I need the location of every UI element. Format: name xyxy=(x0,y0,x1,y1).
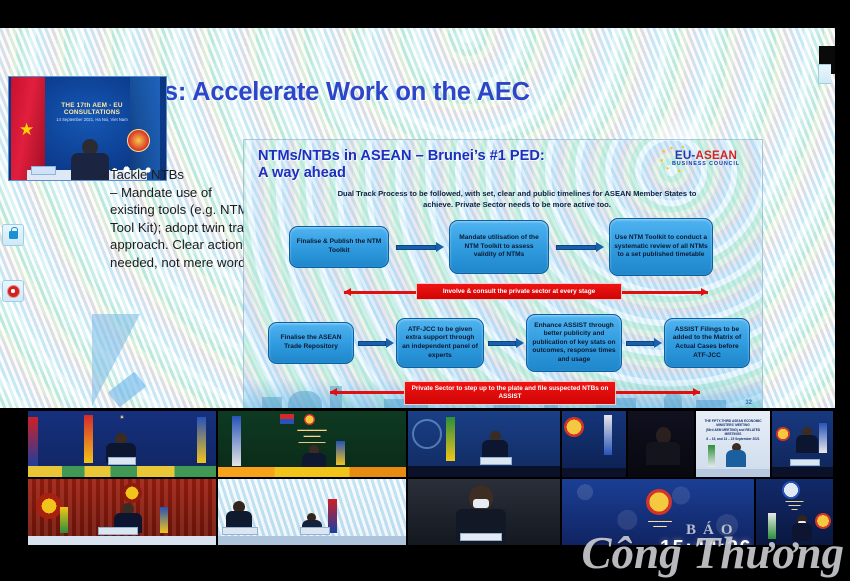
flower-arrangement xyxy=(105,164,153,176)
nested-slide-subtitle: Dual Track Process to be followed, with … xyxy=(337,189,697,209)
presentation-slide: tions: Accelerate Work on the AEC ★ THE … xyxy=(0,28,835,408)
bullet-item-0: Tackle NTBs xyxy=(110,167,185,182)
video-tile-8[interactable] xyxy=(28,479,216,545)
banner-private-sector-assist: Private Sector to step up to the plate a… xyxy=(404,381,616,405)
video-tile-10[interactable] xyxy=(408,479,560,545)
banner2-arrow-right xyxy=(616,388,700,396)
inset-speaker xyxy=(69,139,111,180)
inset-video-title: THE 17th AEM - EU CONSULTATIONS xyxy=(61,102,123,116)
nested-slide-title: NTMs/NTBs in ASEAN – Brunei’s #1 PED: A … xyxy=(258,148,658,182)
video-conference-wall: ▣ ▬▬▬▬▬▬▬▬▬▬▬▬▬▬▬▬▬▬▬▬ xyxy=(28,411,833,546)
asean-flag xyxy=(130,77,160,180)
video-tile-9[interactable] xyxy=(218,479,406,545)
lock-icon[interactable] xyxy=(2,224,24,246)
process-box-r2c4: ASSIST Filings to be added to the Matrix… xyxy=(664,318,750,368)
meeting-banner-text-1: THE FIFTY-THIRD ASEAN ECONOMIC MINISTERS… xyxy=(704,419,762,441)
eu-asean-business-council-logo: EU-ASEAN BUSINESS COUNCIL xyxy=(658,146,754,172)
meeting-clock: 15:44:26 xyxy=(660,537,752,545)
video-tile-12[interactable]: ▬▬▬▬▬▬▬▬▬▬▬▬ xyxy=(756,479,833,545)
speaker-body xyxy=(71,153,109,180)
nested-title-line-2: A way ahead xyxy=(258,165,346,181)
asean-emblem-icon xyxy=(127,129,150,152)
video-tile-5[interactable] xyxy=(628,411,694,477)
arrow-r2-1 xyxy=(358,338,394,348)
video-tile-2[interactable]: ▬▬▬▬▬▬▬▬▬▬▬▬▬▬▬▬▬▬▬▬ xyxy=(218,411,406,477)
banner1-arrow-left xyxy=(344,288,422,296)
video-tile-3[interactable] xyxy=(408,411,560,477)
bullet-item-1: – Mandate use of existing tools (e.g. NT… xyxy=(110,184,258,270)
banner1-arrow-right xyxy=(622,288,708,296)
inset-video-subtitle: 14 September 2021, Ha Noi, Viet Nam xyxy=(56,117,128,122)
corner-tab-panel[interactable] xyxy=(818,64,831,84)
inset-webcam-video: ★ THE 17th AEM - EU CONSULTATIONS 14 Sep… xyxy=(8,76,167,181)
nested-title-line-1: NTMs/NTBs in ASEAN – Brunei’s #1 PED: xyxy=(258,148,545,164)
arrow-r1-1 xyxy=(396,242,444,252)
video-tile-6[interactable]: THE FIFTY-THIRD ASEAN ECONOMIC MINISTERS… xyxy=(696,411,770,477)
arrow-r1-2 xyxy=(556,242,604,252)
video-tile-7[interactable] xyxy=(772,411,833,477)
bullet-block: • Tackle NTBs – Mandate use of existing … xyxy=(102,166,258,271)
process-box-r2c3: Enhance ASSIST through better publicity … xyxy=(526,314,622,372)
process-box-r2c2: ATF-JCC to be given extra support throug… xyxy=(396,318,484,368)
video-tile-1[interactable]: ▣ xyxy=(28,411,216,477)
process-box-r1c3: Use NTM Toolkit to conduct a systematic … xyxy=(609,218,713,276)
banner2-arrow-left xyxy=(330,388,410,396)
arrow-r2-3 xyxy=(626,338,662,348)
speaker-head xyxy=(82,139,98,155)
arrow-r2-2 xyxy=(488,338,524,348)
slide-number: 32 xyxy=(745,400,752,406)
banner-involve-private-sector: Involve & consult the private sector at … xyxy=(416,283,622,300)
video-tile-11[interactable]: ▬▬▬▬▬▬▬▬▬▬▬ 15:44:26 xyxy=(562,479,754,545)
page-title: tions: Accelerate Work on the AEC xyxy=(118,78,530,106)
video-tile-4[interactable] xyxy=(562,411,626,477)
name-plate xyxy=(31,166,56,175)
process-box-r2c1: Finalise the ASEAN Trade Repository xyxy=(268,322,354,364)
nested-slide: NTMs/NTBs in ASEAN – Brunei’s #1 PED: A … xyxy=(244,140,762,408)
vietnam-flag: ★ xyxy=(11,77,45,180)
record-icon[interactable] xyxy=(2,280,24,302)
process-box-r1c2: Mandate utilisation of the NTM Toolkit t… xyxy=(449,220,549,274)
process-box-r1c1: Finalise & Publish the NTM Toolkit xyxy=(289,226,389,268)
logo-dots-icon xyxy=(658,146,754,172)
bullet-dot-icon: • xyxy=(102,170,106,182)
